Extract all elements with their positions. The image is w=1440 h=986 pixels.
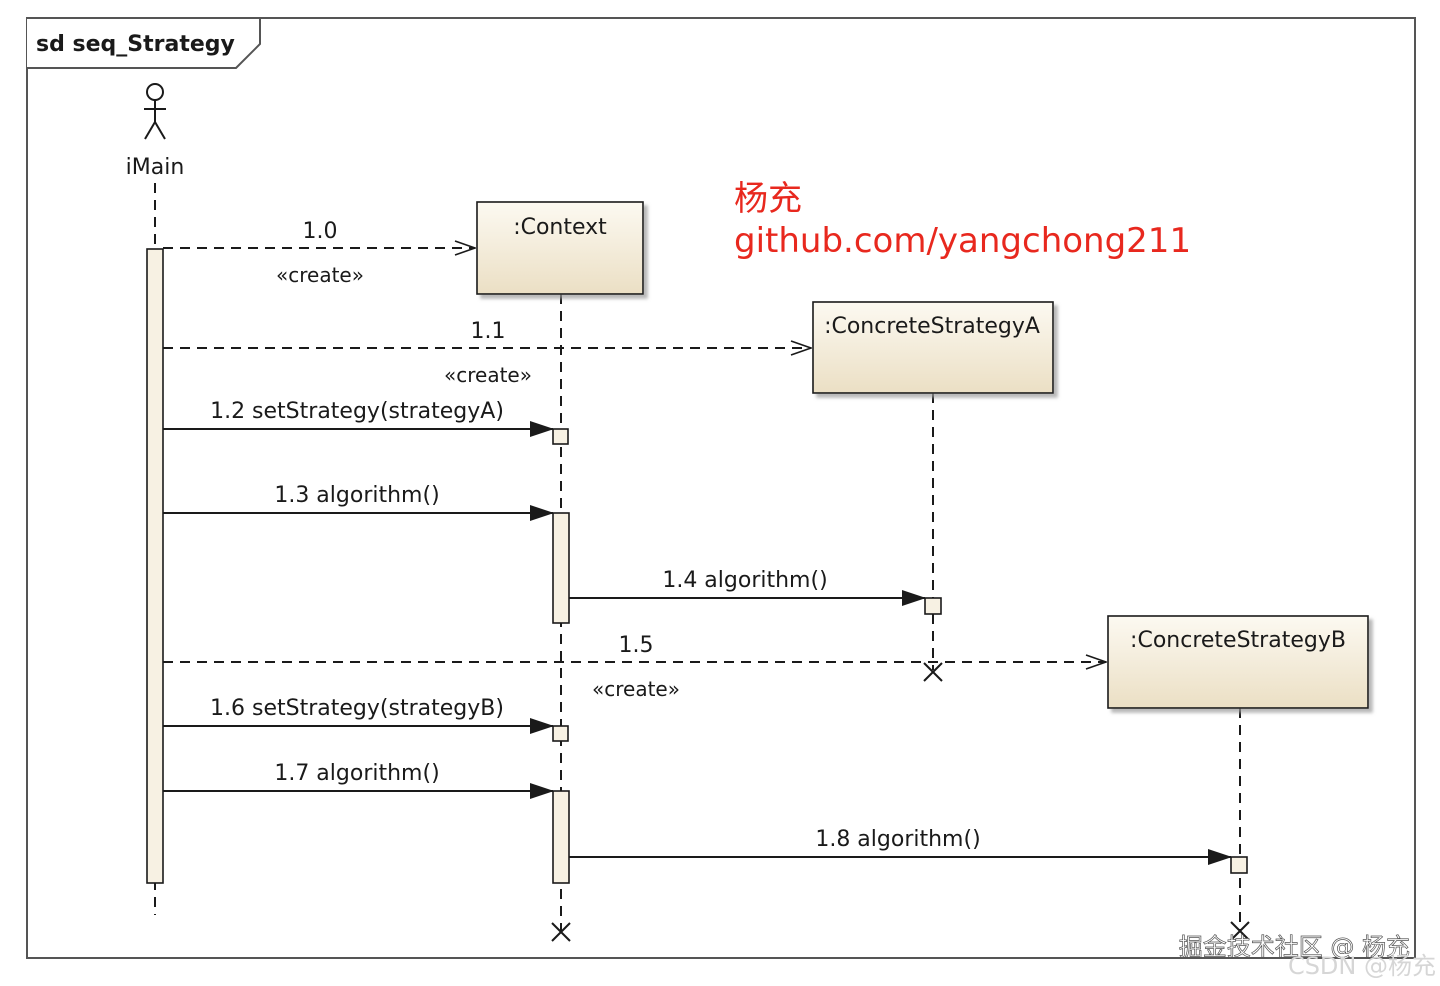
message-1-3-algorithm: 1.3 algorithm() (163, 483, 554, 521)
actor-label: iMain (126, 155, 185, 180)
frame-title-tab (27, 17, 261, 69)
message-1-4-algorithm: 1.4 algorithm() (569, 568, 926, 606)
context-activation-bar-1 (552, 512, 570, 624)
message-stereotype: «create» (444, 363, 532, 387)
strategyB-execution-spec (1230, 856, 1248, 874)
context-destroy-icon (551, 922, 571, 942)
message-label: 1.7 algorithm() (274, 761, 439, 786)
message-label: 1.6 setStrategy(strategyB) (210, 696, 504, 721)
message-label: 1.1 (471, 319, 506, 344)
message-label: 1.3 algorithm() (274, 483, 439, 508)
message-1-2-set-strategy: 1.2 setStrategy(strategyA) (163, 399, 554, 437)
lifeline-strategyB-label: :ConcreteStrategyB (1130, 628, 1346, 653)
message-1-8-algorithm: 1.8 algorithm() (569, 827, 1232, 865)
message-1-7-algorithm: 1.7 algorithm() (163, 761, 554, 799)
message-stereotype: «create» (592, 677, 680, 701)
strategyA-execution-spec (924, 597, 942, 615)
actor-activation-bar (146, 248, 164, 884)
lifeline-concrete-strategy-a: :ConcreteStrategyA (812, 301, 1054, 394)
diagram-frame (26, 17, 1416, 959)
annotation-link: github.com/yangchong211 (734, 221, 1191, 261)
context-execution-spec-1 (552, 428, 569, 445)
watermark-csdn: CSDN @杨充 (1288, 952, 1436, 980)
context-activation-bar-2 (552, 790, 570, 884)
frame-title: sd seq_Strategy (36, 32, 235, 57)
message-label: 1.5 (619, 633, 654, 658)
lifeline-strategyA-label: :ConcreteStrategyA (824, 314, 1040, 339)
actor-icon (144, 83, 166, 140)
message-label: 1.2 setStrategy(strategyA) (210, 399, 504, 424)
message-1-1-create: 1.1 «create» (163, 319, 811, 387)
lifeline-context-label: :Context (513, 215, 607, 240)
lifeline-context: :Context (476, 201, 644, 295)
message-1-5-create: 1.5 «create» (163, 633, 1106, 701)
context-execution-spec-2 (552, 725, 569, 742)
message-1-0-create: 1.0 «create» (163, 219, 475, 287)
message-stereotype: «create» (276, 263, 364, 287)
strategyA-destroy-icon (923, 662, 943, 682)
strategyB-destroy-icon (1230, 921, 1250, 941)
message-label: 1.0 (303, 219, 338, 244)
message-label: 1.8 algorithm() (815, 827, 980, 852)
annotation-author: 杨充 (734, 179, 802, 219)
message-label: 1.4 algorithm() (662, 568, 827, 593)
lifeline-concrete-strategy-b: :ConcreteStrategyB (1107, 615, 1369, 709)
watermark-juejin: 掘金技术社区 @ 杨充 (1179, 933, 1410, 961)
message-1-6-set-strategy: 1.6 setStrategy(strategyB) (163, 696, 554, 734)
